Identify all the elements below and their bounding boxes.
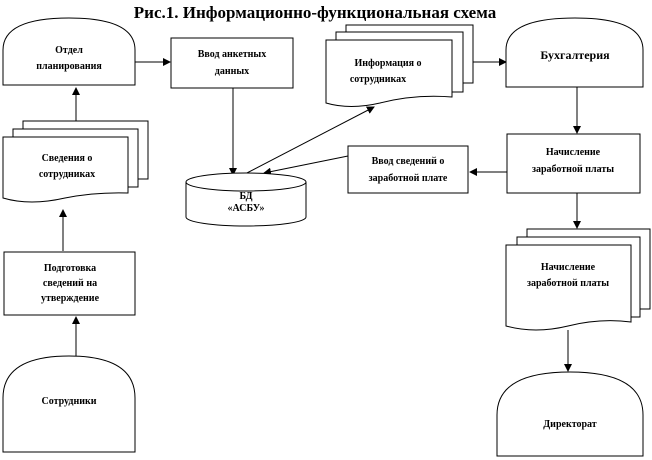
diagram-title: Рис.1. Информационно-функциональная схем… xyxy=(134,3,497,22)
node-label: данных xyxy=(215,66,249,77)
node-preparation: Подготовка сведений на утверждение xyxy=(3,251,136,316)
node-label: Ввод сведений о xyxy=(372,156,445,167)
node-employee-info-documents: Информация о сотрудниках xyxy=(325,24,474,107)
node-label: Отдел xyxy=(55,45,83,56)
node-planning-department: Отдел планирования xyxy=(2,17,136,86)
node-label: сотрудниках xyxy=(350,74,406,85)
node-label: Сотрудники xyxy=(41,396,96,407)
node-payroll-calculation: Начисление заработной платы xyxy=(506,133,641,194)
arrow xyxy=(263,155,349,176)
node-label: заработной платы xyxy=(527,278,609,289)
node-label: сотрудниках xyxy=(39,169,95,180)
node-label: Ввод анкетных xyxy=(198,49,266,60)
node-label: сведений на xyxy=(43,278,97,289)
node-label: заработной платы xyxy=(532,164,614,175)
node-label: Начисление xyxy=(541,262,596,273)
node-input-forms: Ввод анкетных данных xyxy=(170,37,294,89)
node-label: утверждение xyxy=(41,293,100,304)
node-label: Бухгалтерия xyxy=(540,48,610,62)
node-payroll-documents: Начисление заработной платы xyxy=(505,228,651,331)
node-label: БД xyxy=(239,191,252,202)
node-label: Подготовка xyxy=(44,263,96,274)
node-label: Директорат xyxy=(543,419,596,430)
node-accounting: Бухгалтерия xyxy=(505,17,644,88)
node-label: заработной плате xyxy=(369,173,448,184)
node-label: Информация о xyxy=(354,58,421,69)
node-salary-input: Ввод сведений о заработной плате xyxy=(347,145,469,194)
node-label: «АСБУ» xyxy=(228,203,265,214)
node-employees: Сотрудники xyxy=(2,355,136,453)
node-label: Сведения о xyxy=(42,153,93,164)
node-employee-data-documents: Сведения о сотрудниках xyxy=(2,120,149,203)
arrow xyxy=(242,106,375,176)
node-directorate: Директорат xyxy=(496,371,644,457)
node-database: БД «АСБУ» xyxy=(185,172,307,227)
node-label: планирования xyxy=(36,61,102,72)
node-label: Начисление xyxy=(546,147,601,158)
